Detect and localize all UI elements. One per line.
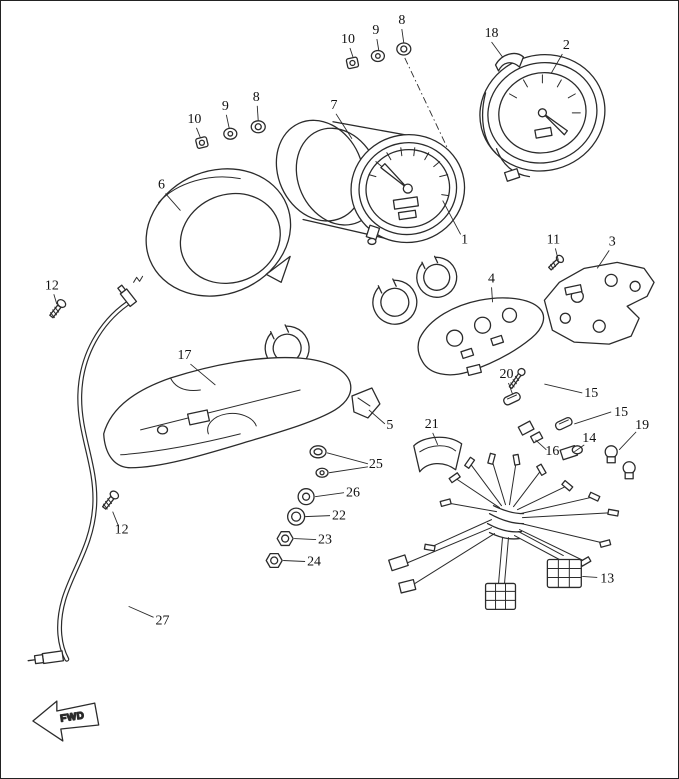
part-2-tachometer [479, 53, 606, 182]
callout-label: 1 [461, 232, 468, 247]
part-21-damper [413, 436, 463, 473]
washer-26 [297, 488, 315, 506]
harness-branches [405, 458, 614, 586]
nut-24 [265, 552, 283, 569]
callout-label: 2 [563, 38, 570, 53]
screw-20 [508, 367, 526, 390]
callout-label: 9 [222, 99, 229, 114]
callout-label: 24 [307, 554, 321, 569]
clamp-ring [416, 252, 458, 298]
callout-labels-layer: 10 9 8 18 2 7 10 9 8 6 1 11 3 12 4 17 20… [45, 13, 649, 628]
construction-lines [404, 57, 450, 151]
callout-label: 3 [609, 234, 616, 249]
fasteners-8-9-10-left [195, 120, 266, 149]
harness-terminals [423, 452, 620, 567]
tachometer-ticks [508, 74, 581, 114]
hardware-stack [265, 445, 329, 569]
screw-12-lower [102, 490, 120, 510]
callout-label: 8 [253, 90, 260, 105]
callout-label: 4 [488, 271, 495, 286]
callout-label: 13 [600, 571, 614, 586]
leader-lines-layer [53, 29, 637, 618]
bulbs-19 [604, 445, 636, 480]
nut-10 [195, 136, 209, 149]
part-7-meter-housing [275, 119, 417, 240]
callout-label: 12 [115, 523, 129, 538]
part-1-speedometer [350, 134, 466, 246]
callout-label: 15 [614, 405, 628, 420]
callout-label: 7 [331, 98, 338, 113]
callout-label: 16 [545, 444, 559, 459]
callout-label: 21 [425, 417, 439, 432]
part-3-bracket [543, 261, 655, 345]
washer-8 [396, 42, 412, 56]
callout-label: 9 [372, 23, 379, 38]
harness-connector-a [484, 582, 517, 610]
washer-22 [287, 507, 306, 526]
tachometer-needle [541, 112, 568, 136]
part-13-wire-harness [388, 452, 620, 610]
callout-label: 19 [635, 418, 649, 433]
washer-8 [250, 120, 266, 134]
part-17-lower-cover [103, 356, 352, 469]
callout-label: 18 [485, 26, 499, 41]
socket-14 [559, 444, 583, 461]
cable-upper-fitting [117, 275, 144, 308]
bulb-15-left [503, 392, 521, 406]
cable-lower-fitting [27, 650, 65, 665]
speedometer-needle [380, 163, 409, 190]
part-5-bracket [351, 387, 381, 419]
bulb-15-right [554, 416, 573, 431]
callout-label: 17 [177, 348, 191, 363]
callout-label: 10 [187, 112, 201, 127]
clamp-ring [372, 275, 418, 325]
callout-label: 11 [547, 232, 560, 247]
socket-16 [517, 420, 544, 444]
washer-9 [370, 49, 386, 63]
screw-11 [548, 254, 565, 271]
callout-label: 22 [332, 509, 346, 524]
nut-10 [345, 56, 360, 70]
fwd-label: FWD [60, 710, 85, 724]
speedometer-ticks [368, 147, 450, 197]
callout-label: 20 [500, 367, 514, 382]
callout-label: 6 [158, 178, 165, 193]
callout-label: 12 [45, 278, 59, 293]
fasteners-8-9-10-top [345, 42, 412, 70]
trip-knob [365, 224, 381, 246]
callout-label: 23 [318, 533, 332, 548]
fwd-arrow: FWD [32, 700, 100, 742]
callout-label: 14 [582, 431, 596, 446]
washer-9 [223, 127, 238, 140]
part-4-meter-stay [417, 297, 545, 377]
part-18-damper-tab [494, 52, 525, 72]
callout-label: 27 [156, 613, 170, 628]
callout-label: 15 [584, 386, 598, 401]
grommet-25 [309, 445, 329, 478]
callout-label: 25 [369, 457, 383, 472]
callout-label: 8 [398, 13, 405, 28]
screw-12-upper [49, 298, 67, 319]
callout-label: 5 [386, 418, 393, 433]
nut-23 [276, 531, 294, 547]
callout-label: 26 [346, 486, 360, 501]
harness-wrap [486, 505, 525, 540]
harness-connector-small [388, 554, 417, 594]
harness-connector-b [546, 558, 582, 589]
part-27-speedometer-cable [27, 275, 144, 665]
part-6-meter-cover [145, 168, 292, 297]
callout-label: 10 [341, 32, 355, 47]
